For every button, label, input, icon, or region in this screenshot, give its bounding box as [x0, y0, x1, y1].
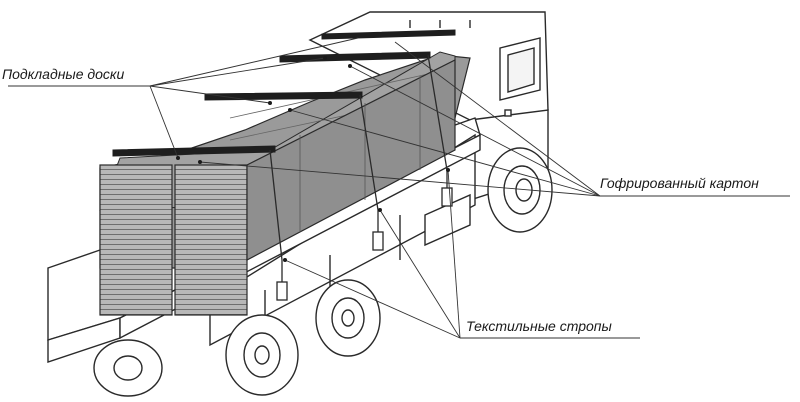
- label-textile-straps: Текстильные стропы: [466, 318, 612, 334]
- front-wheel: [487, 147, 553, 233]
- front-stack-left: [99, 164, 173, 316]
- label-support-boards: Подкладные доски: [2, 66, 125, 82]
- cargo-stacks: [99, 51, 471, 316]
- leader-dots: [176, 56, 450, 262]
- label-corrugated-cardboard: Гофрированный картон: [600, 175, 759, 191]
- front-stack-right: [174, 164, 248, 316]
- rear-wheels: [93, 279, 381, 397]
- leader-lines: [8, 37, 790, 339]
